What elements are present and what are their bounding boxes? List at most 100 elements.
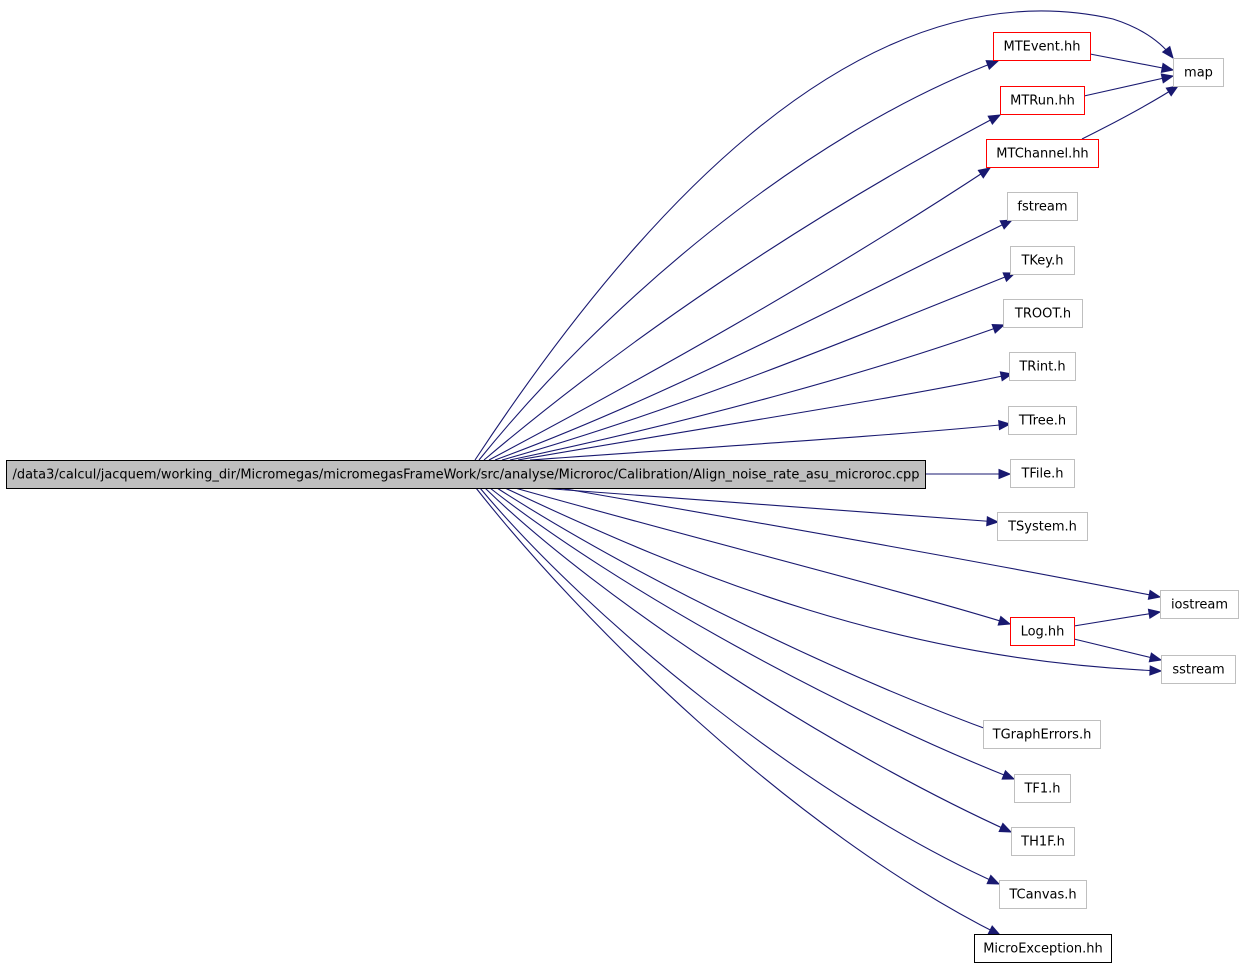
arrowhead-icon (999, 219, 1014, 230)
edge-line (479, 487, 1000, 885)
node-label: TSystem.h (1007, 520, 1077, 535)
arrowhead-icon (1149, 665, 1163, 676)
node-label: TROOT.h (1014, 307, 1071, 322)
node-label: TGraphErrors.h (992, 728, 1092, 743)
node-ttree: TTree.h (1008, 406, 1077, 435)
arrowhead-icon (1160, 73, 1175, 84)
edge-line (517, 373, 1013, 461)
edge-main-to-trint (517, 371, 1014, 461)
node-microexception[interactable]: MicroException.hh (974, 934, 1112, 963)
node-tkey: TKey.h (1010, 246, 1075, 275)
node-main: /data3/calcul/jacquem/working_dir/Microm… (6, 460, 926, 489)
arrowhead-icon (987, 114, 1002, 125)
node-box (1161, 655, 1236, 684)
node-label: fstream (1017, 200, 1067, 215)
node-box (6, 460, 926, 489)
node-tsystem: TSystem.h (997, 512, 1088, 541)
node-box (1008, 406, 1077, 435)
node-label: TRint.h (1018, 360, 1065, 375)
edge-mtrun-to-map (1083, 73, 1175, 97)
edge-line (474, 10, 1174, 461)
edge-main-to-microexception (475, 487, 1002, 936)
edge-line (514, 487, 1011, 625)
edge-main-to-mtevent (478, 60, 1000, 461)
node-mtrun[interactable]: MTRun.hh (1000, 86, 1085, 115)
node-label: /data3/calcul/jacquem/working_dir/Microm… (13, 468, 920, 483)
arrowhead-icon (998, 419, 1012, 431)
node-box (1173, 58, 1224, 87)
edge-main-to-tsystem (539, 487, 1000, 527)
edges-layer (474, 10, 1180, 936)
edge-main-to-mtrun (483, 114, 1002, 461)
node-label: TH1F.h (1020, 835, 1065, 850)
edge-line (1089, 53, 1174, 71)
node-box (997, 512, 1088, 541)
edge-line (475, 487, 1001, 936)
node-box (1010, 459, 1075, 488)
node-box (1011, 827, 1075, 856)
node-box (983, 720, 1101, 749)
node-box (1003, 299, 1083, 328)
arrowhead-icon (1002, 272, 1017, 283)
arrowhead-icon (998, 822, 1013, 833)
edge-main-to-tgrapherrors (496, 487, 1002, 736)
node-label: MicroException.hh (983, 942, 1103, 957)
edge-line (1073, 638, 1162, 661)
node-box (1014, 774, 1071, 803)
edge-main-to-tcanvas (479, 487, 1001, 885)
arrowhead-icon (1001, 769, 1016, 780)
edge-main-to-tfile (925, 468, 1012, 480)
node-mtevent[interactable]: MTEvent.hh (993, 32, 1091, 61)
edge-log-to-iostream (1073, 608, 1162, 627)
node-sstream: sstream (1161, 655, 1236, 684)
edge-line (509, 324, 1005, 461)
arrowhead-icon (1147, 608, 1162, 620)
node-box (974, 934, 1112, 963)
node-tgrapherrors: TGraphErrors.h (983, 720, 1101, 749)
edge-line (1081, 85, 1179, 140)
arrowhead-icon (991, 323, 1006, 334)
node-label: Log.hh (1021, 625, 1065, 640)
node-box (1007, 192, 1078, 221)
node-map: map (1173, 58, 1224, 87)
edge-log-to-sstream (1073, 638, 1163, 663)
arrowhead-icon (1147, 589, 1162, 600)
edge-line (1083, 75, 1174, 97)
edge-main-to-log (514, 487, 1012, 626)
arrowhead-icon (1161, 45, 1174, 60)
edge-main-to-th1f (484, 487, 1013, 833)
arrowhead-icon (997, 615, 1012, 626)
node-box (1010, 246, 1075, 275)
edge-line (496, 487, 1001, 735)
edge-main-to-sstream (504, 487, 1163, 676)
node-label: TKey.h (1020, 254, 1063, 269)
node-mtchannel[interactable]: MTChannel.hh (986, 139, 1099, 168)
arrowhead-icon (1160, 62, 1175, 73)
node-log[interactable]: Log.hh (1010, 617, 1075, 646)
edge-line (484, 487, 1012, 833)
arrowhead-icon (1148, 652, 1163, 663)
edge-main-to-tkey (501, 272, 1017, 461)
edge-line (489, 487, 1015, 780)
node-tcanvas: TCanvas.h (999, 880, 1087, 909)
arrowhead-icon (1165, 85, 1180, 97)
node-trint: TRint.h (1009, 352, 1076, 381)
node-iostream: iostream (1160, 590, 1239, 619)
arrowhead-icon (985, 60, 1000, 70)
arrowhead-icon (998, 468, 1012, 480)
edge-main-to-troot (509, 323, 1006, 461)
arrowhead-icon (987, 925, 1002, 936)
edge-main-to-ttree (529, 419, 1012, 461)
arrowhead-icon (986, 515, 1000, 527)
node-tf1: TF1.h (1014, 774, 1071, 803)
arrowhead-icon (977, 167, 992, 179)
edge-main-to-mtchannel (488, 167, 992, 461)
node-label: MTChannel.hh (996, 147, 1088, 162)
node-box (986, 139, 1099, 168)
node-label: TTree.h (1018, 414, 1066, 429)
node-label: TF1.h (1023, 782, 1060, 797)
node-fstream: fstream (1007, 192, 1078, 221)
node-label: TFile.h (1020, 467, 1063, 482)
edge-line (478, 60, 999, 461)
